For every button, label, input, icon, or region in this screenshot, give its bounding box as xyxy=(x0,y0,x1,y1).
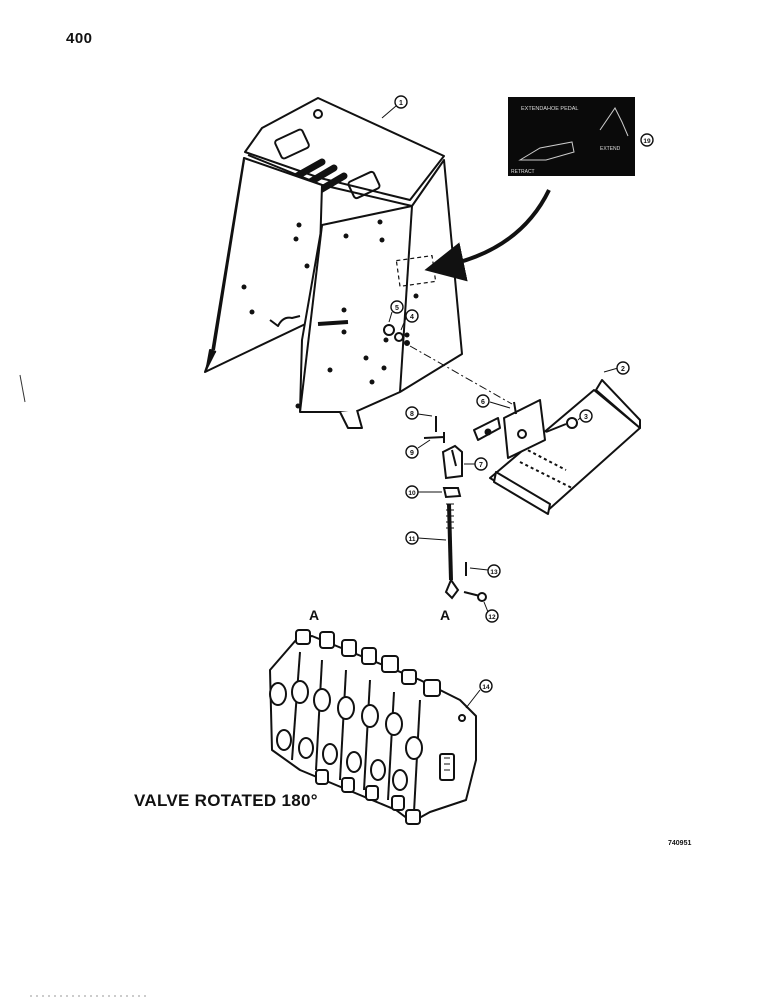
svg-text:12: 12 xyxy=(488,614,496,621)
svg-text:6: 6 xyxy=(481,399,485,406)
callout-6: 6 xyxy=(476,394,511,409)
pedal-housing xyxy=(204,97,463,429)
svg-text:7: 7 xyxy=(479,462,483,469)
callout-1: 1 xyxy=(381,95,408,119)
decal: EXTENDAHOE PEDAL EXTEND RETRACT xyxy=(508,97,635,176)
svg-text:13: 13 xyxy=(490,569,498,576)
svg-text:11: 11 xyxy=(409,536,416,543)
page-number: 400 xyxy=(66,30,93,47)
callout-12: 12 xyxy=(483,601,499,623)
clevis-7 xyxy=(441,444,463,480)
decal-title: EXTENDAHOE PEDAL xyxy=(521,106,578,112)
decal-extend-label: EXTEND xyxy=(600,146,621,152)
svg-text:4: 4 xyxy=(410,314,414,321)
pedal xyxy=(473,379,641,515)
pivot-bolt xyxy=(545,417,578,433)
clevis-pin-9 xyxy=(423,432,445,443)
svg-text:19: 19 xyxy=(643,138,651,145)
pedal-pictogram-icon xyxy=(599,107,629,137)
svg-text:3: 3 xyxy=(584,414,588,421)
callout-3: 3 xyxy=(577,409,593,423)
callout-13: 13 xyxy=(469,564,501,578)
svg-text:14: 14 xyxy=(482,684,490,691)
linkage xyxy=(423,416,487,602)
callout-9: 9 xyxy=(405,439,431,459)
callout-10: 10 xyxy=(405,485,442,499)
callout-5: 5 xyxy=(388,300,404,323)
svg-text:2: 2 xyxy=(621,366,625,373)
reference-mark-a-rod: A xyxy=(440,607,450,623)
callout-14: 14 xyxy=(465,679,493,709)
reference-mark-a-valve: A xyxy=(309,607,319,623)
bracket-pin xyxy=(513,401,517,415)
svg-text:9: 9 xyxy=(410,450,414,457)
pivot-centerline xyxy=(409,345,513,405)
jam-nut-10 xyxy=(442,487,462,499)
control-rod-11 xyxy=(447,503,453,581)
svg-text:8: 8 xyxy=(410,411,414,418)
dipper-pictogram-icon xyxy=(518,141,575,161)
callout-11: 11 xyxy=(405,531,447,545)
svg-text:10: 10 xyxy=(408,490,416,497)
control-valve xyxy=(269,629,477,825)
callout-4: 4 xyxy=(400,309,419,331)
callout-7: 7 xyxy=(464,457,488,471)
callout-2: 2 xyxy=(603,361,630,375)
svg-text:1: 1 xyxy=(399,100,403,107)
callout-19: 19 xyxy=(640,133,654,147)
valve-rotated-caption: VALVE ROTATED 180° xyxy=(134,791,318,810)
callout-8: 8 xyxy=(405,406,433,420)
decal-location-arrow xyxy=(424,189,551,282)
svg-text:5: 5 xyxy=(395,305,399,312)
decal-retract-label: RETRACT xyxy=(511,169,535,175)
spacer-and-nut xyxy=(383,324,410,346)
drawing-code: 740951 xyxy=(668,840,692,847)
scan-mark xyxy=(19,374,26,403)
